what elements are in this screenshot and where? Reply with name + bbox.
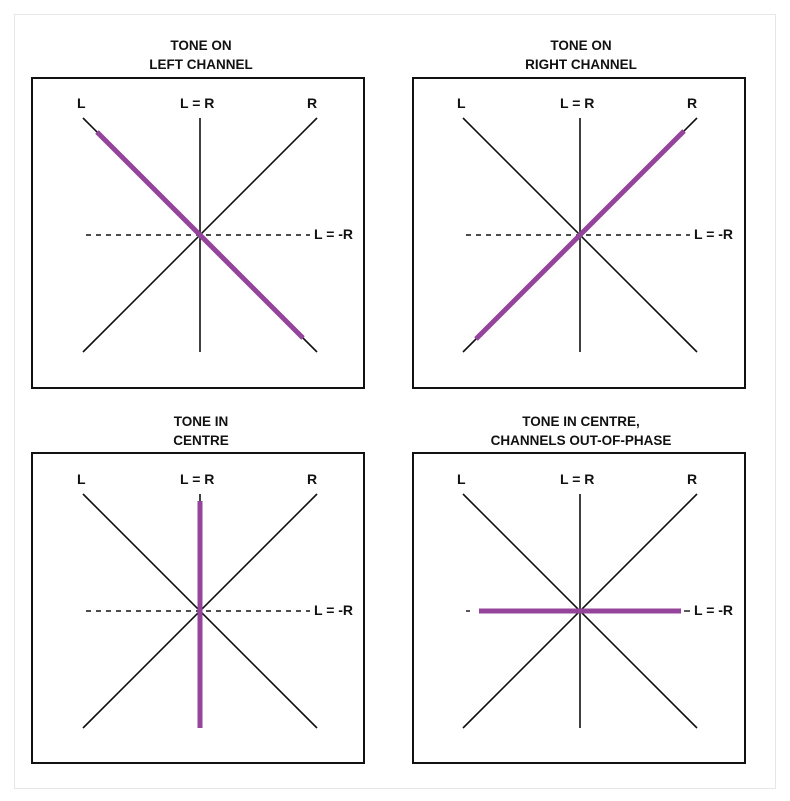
panel-title-left: TONE ON LEFT CHANNEL [149, 38, 253, 72]
trace-right [474, 129, 686, 341]
label-left: L [77, 471, 86, 487]
label-left: L [457, 95, 466, 111]
label-antiphase: L = -R [694, 602, 734, 618]
panel-box-right [412, 77, 746, 389]
label-right: R [307, 471, 318, 487]
label-antiphase: L = -R [694, 226, 734, 242]
label-right: R [687, 95, 698, 111]
panel-title-right: TONE ON RIGHT CHANNEL [525, 38, 637, 72]
label-antiphase: L = -R [314, 602, 354, 618]
label-mono: L = R [180, 95, 215, 111]
label-antiphase: L = -R [314, 226, 354, 242]
label-right: R [307, 95, 318, 111]
label-mono: L = R [560, 95, 595, 111]
panel-box-out-of-phase [412, 452, 746, 764]
trace-left [95, 130, 305, 340]
label-right: R [687, 471, 698, 487]
panel-box-left [31, 77, 365, 389]
label-left: L [77, 95, 86, 111]
panel-title-out-of-phase: TONE IN CENTRE, CHANNELS OUT-OF-PHASE [490, 414, 672, 448]
figure-frame [14, 14, 776, 789]
label-left: L [457, 471, 466, 487]
label-mono: L = R [560, 471, 595, 487]
label-mono: L = R [180, 471, 215, 487]
panel-title-centre: TONE IN CENTRE [173, 414, 229, 448]
panel-box-centre [31, 452, 365, 764]
